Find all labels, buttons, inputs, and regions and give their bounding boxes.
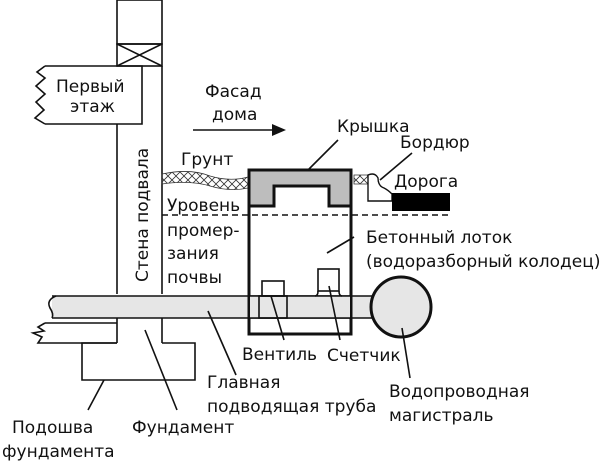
road-label: Дорога (394, 172, 458, 192)
pipe-label-1: Главная (207, 373, 280, 393)
pipe-break-icon (48, 295, 57, 319)
frost-level-label-4: почвы (167, 268, 222, 288)
leader-meter (328, 285, 341, 341)
valve-label: Вентиль (242, 345, 317, 365)
curb-label: Бордюр (400, 133, 470, 153)
leader-curb (379, 152, 413, 181)
facade-label-1: Фасад (205, 82, 262, 102)
leader-lines (87, 139, 413, 411)
meter-label: Счетчик (327, 346, 401, 366)
lid-label: Крышка (337, 117, 410, 137)
meter (314, 268, 343, 297)
zigzag-break-icon (30, 322, 47, 344)
leader-valve (270, 295, 285, 341)
zigzag-break-icon (33, 65, 47, 125)
leader-tray (326, 236, 355, 254)
lintel-cross-icon (116, 43, 163, 67)
leader-main (401, 327, 411, 379)
leader-pipe (207, 310, 237, 376)
ground-surface-left (161, 171, 249, 190)
first-floor-label-2: этаж (70, 97, 115, 117)
basement-wall-label: Стена подвала (133, 148, 153, 282)
leader-footing (87, 379, 105, 411)
upper-wall (116, 0, 163, 67)
leader-lid (307, 139, 339, 171)
footing-label-2: фундамента (2, 442, 115, 462)
first-floor-slab (33, 65, 143, 125)
well-lid (247, 168, 353, 208)
ground-label: Грунт (181, 150, 233, 170)
water-main (369, 275, 433, 339)
curb (367, 173, 393, 202)
frost-level-label-2: промер- (167, 221, 240, 241)
tray-label-1: Бетонный лоток (366, 228, 512, 248)
water-main-label-1: Водопроводная (389, 382, 529, 402)
facade-label-2: дома (212, 105, 257, 125)
tray-label-2: (водоразборный колодец) (366, 252, 600, 272)
basement-floor-slab (30, 322, 117, 344)
frost-level-label-1: Уровень (167, 196, 240, 216)
first-floor-label-1: Первый (56, 77, 125, 97)
leader-foundation (144, 329, 178, 411)
valve (258, 280, 288, 319)
foundation (81, 318, 196, 381)
foundation-label: Фундамент (132, 418, 234, 438)
pipe-label-2: подводящая труба (207, 397, 376, 417)
concrete-well (247, 168, 353, 336)
frost-level-label-3: зания (167, 244, 219, 264)
right-arrow-icon (193, 124, 286, 136)
footing-label-1: Подошва (12, 418, 93, 438)
water-main-label-2: магистраль (389, 406, 494, 426)
road (392, 193, 450, 211)
